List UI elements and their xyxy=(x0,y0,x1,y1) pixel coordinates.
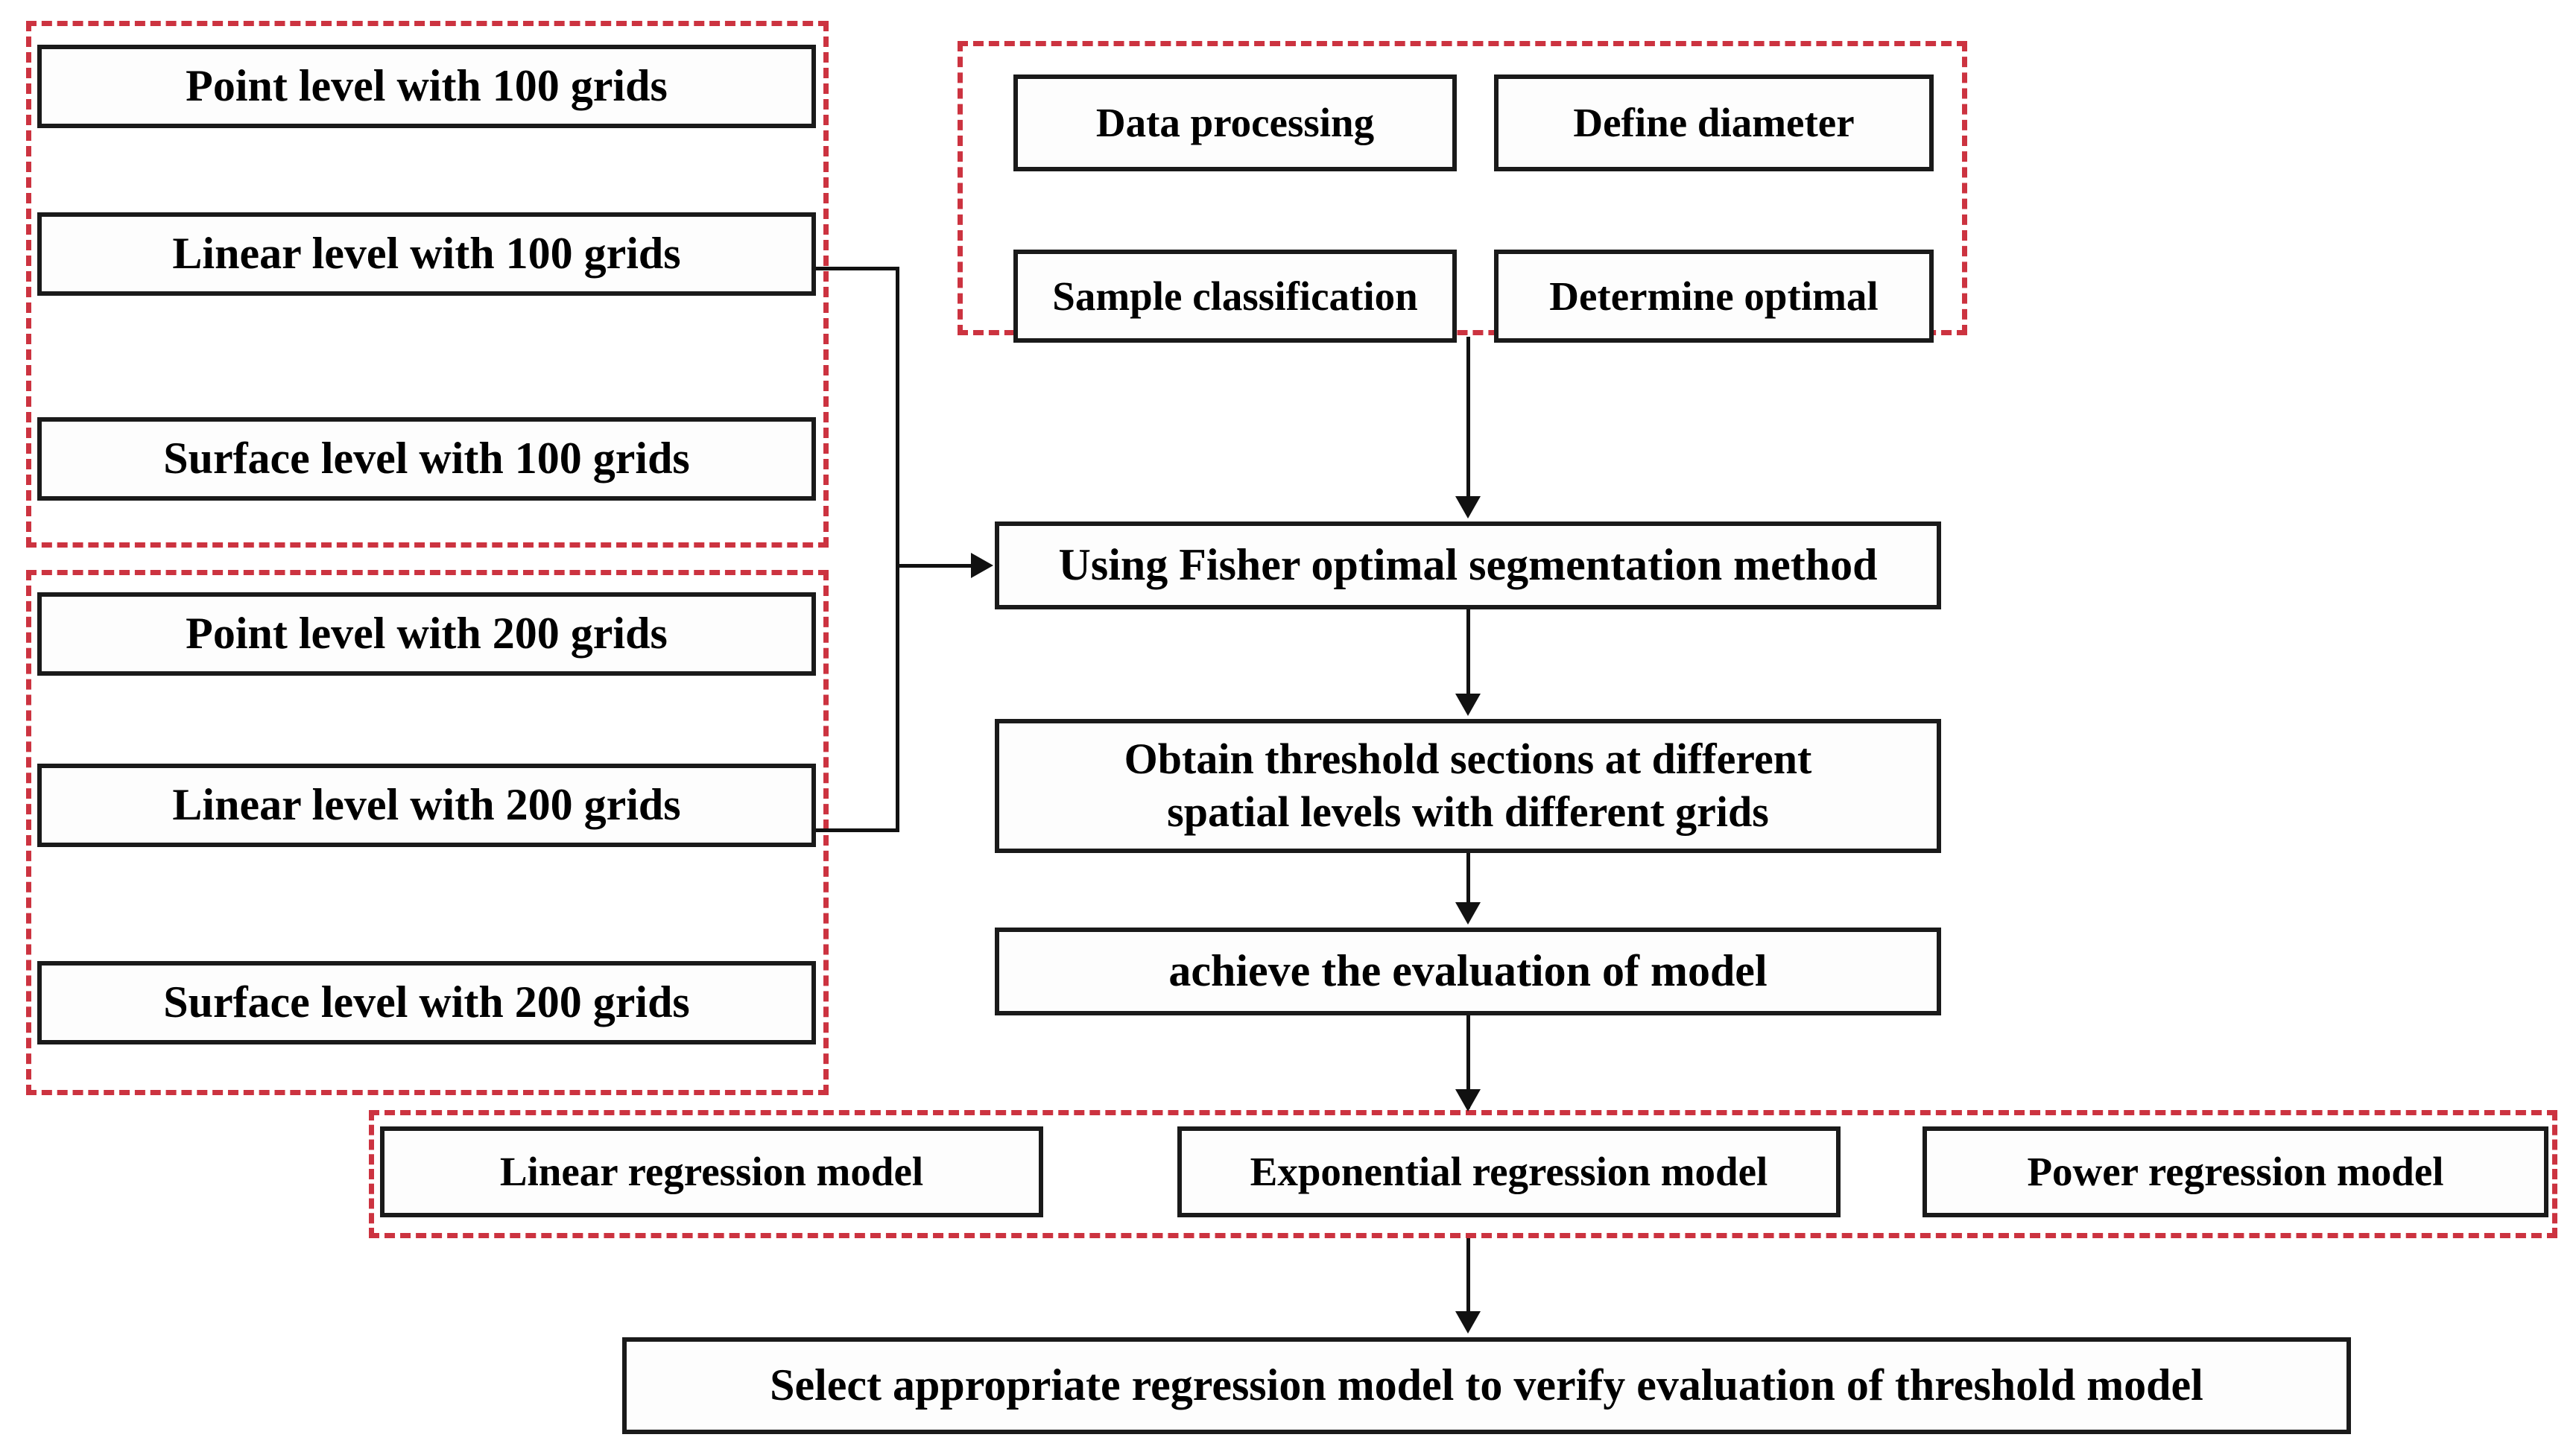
node-obtain-threshold-sections[interactable]: Obtain threshold sections at different s… xyxy=(995,719,1941,853)
connector-fisher-to-obtain xyxy=(1466,609,1470,695)
arrowhead-bus-to-fisher xyxy=(971,553,993,578)
node-surface-level-100[interactable]: Surface level with 100 grids xyxy=(37,417,816,501)
node-label: Point level with 200 grids xyxy=(186,609,668,659)
node-label: Surface level with 200 grids xyxy=(163,977,690,1027)
arrowhead-fisher-to-obtain xyxy=(1455,694,1481,716)
connector-linear100-to-bus xyxy=(816,267,899,270)
node-linear-level-200[interactable]: Linear level with 200 grids xyxy=(37,764,816,847)
arrowhead-obtain-to-achieve xyxy=(1455,902,1481,925)
node-label: Data processing xyxy=(1095,100,1375,146)
connector-achieve-to-regression xyxy=(1466,1015,1470,1109)
node-sample-classification[interactable]: Sample classification xyxy=(1013,250,1457,343)
node-define-diameter[interactable]: Define diameter xyxy=(1494,74,1934,171)
node-point-level-200[interactable]: Point level with 200 grids xyxy=(37,592,816,676)
node-label: Define diameter xyxy=(1573,100,1855,146)
node-point-level-100[interactable]: Point level with 100 grids xyxy=(37,45,816,128)
node-label: Using Fisher optimal segmentation method xyxy=(1058,540,1878,590)
node-label: Select appropriate regression model to v… xyxy=(770,1360,2203,1410)
connector-preprocess-to-fisher xyxy=(1466,337,1470,498)
node-label-line1: Obtain threshold sections at different xyxy=(1124,735,1812,784)
node-label: Linear level with 100 grids xyxy=(172,229,681,279)
node-label: Determine optimal xyxy=(1549,273,1879,319)
arrowhead-preprocess-to-fisher xyxy=(1455,496,1481,519)
node-select-appropriate-model[interactable]: Select appropriate regression model to v… xyxy=(622,1337,2351,1434)
node-label: Surface level with 100 grids xyxy=(163,434,690,484)
connector-linear200-to-bus xyxy=(816,828,899,832)
connector-regression-to-final xyxy=(1466,1238,1470,1313)
node-label: Power regression model xyxy=(2027,1149,2444,1195)
node-surface-level-200[interactable]: Surface level with 200 grids xyxy=(37,961,816,1044)
connector-obtain-to-achieve xyxy=(1466,853,1470,904)
connector-bus-to-fisher xyxy=(896,564,972,568)
node-power-regression-model[interactable]: Power regression model xyxy=(1922,1126,2548,1217)
node-linear-regression-model[interactable]: Linear regression model xyxy=(380,1126,1043,1217)
node-data-processing[interactable]: Data processing xyxy=(1013,74,1457,171)
node-linear-level-100[interactable]: Linear level with 100 grids xyxy=(37,212,816,296)
node-determine-optimal[interactable]: Determine optimal xyxy=(1494,250,1934,343)
node-fisher-segmentation[interactable]: Using Fisher optimal segmentation method xyxy=(995,521,1941,609)
node-label: Linear regression model xyxy=(499,1149,924,1195)
node-label: achieve the evaluation of model xyxy=(1168,946,1768,996)
connector-left-bus-vertical xyxy=(896,267,899,831)
node-achieve-evaluation[interactable]: achieve the evaluation of model xyxy=(995,928,1941,1015)
arrowhead-achieve-to-regression xyxy=(1455,1089,1481,1112)
node-label: Point level with 100 grids xyxy=(186,61,668,111)
node-label: Linear level with 200 grids xyxy=(172,780,681,830)
node-exponential-regression-model[interactable]: Exponential regression model xyxy=(1177,1126,1841,1217)
arrowhead-regression-to-final xyxy=(1455,1311,1481,1334)
node-label-line2: spatial levels with different grids xyxy=(1167,787,1769,836)
node-label: Exponential regression model xyxy=(1250,1149,1768,1195)
node-label: Sample classification xyxy=(1052,273,1418,319)
